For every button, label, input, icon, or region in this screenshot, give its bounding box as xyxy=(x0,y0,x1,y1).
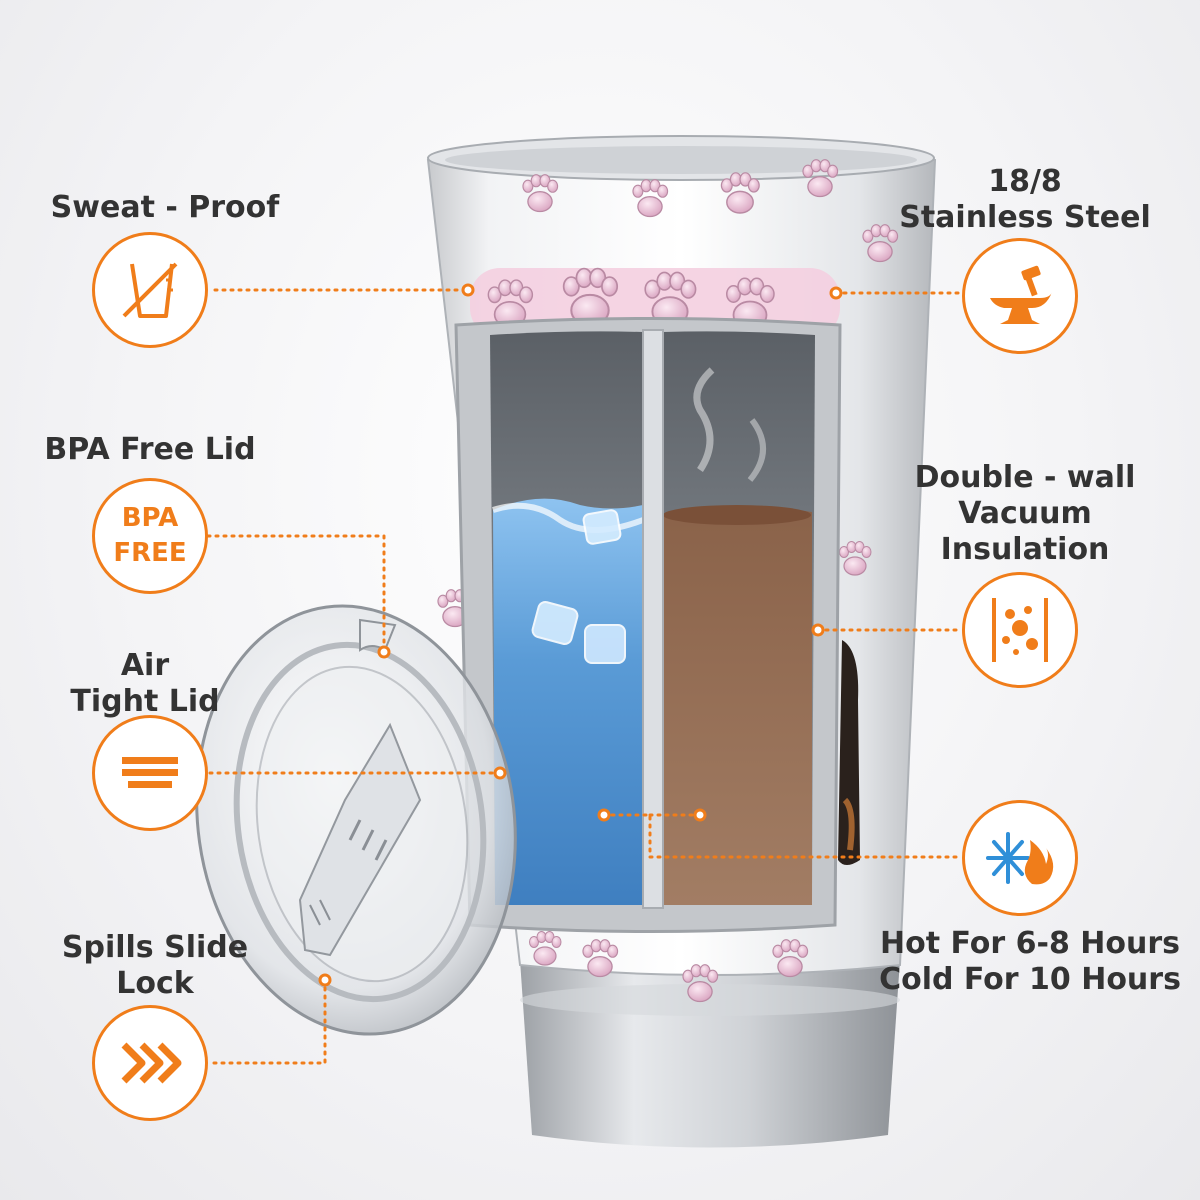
stainless-steel-label: 18/8 Stainless Steel xyxy=(899,164,1151,235)
stainless-steel-badge xyxy=(962,238,1078,354)
crossed-glass-icon xyxy=(122,262,178,318)
bpa-free-badge: BPA FREE xyxy=(92,478,208,594)
spills-slide-lock-label: Spills Slide Lock xyxy=(61,930,249,1001)
insulation-bubbles-icon xyxy=(992,598,1048,662)
bpa-free-label: BPA Free Lid xyxy=(44,432,256,467)
chevrons-right-icon xyxy=(121,1042,182,1084)
hot-cold-badge xyxy=(962,800,1078,916)
anvil-hammer-icon xyxy=(990,265,1052,324)
snowflake-flame-icon xyxy=(986,832,1054,885)
lid-layers-icon xyxy=(122,757,178,788)
spills-slide-lock-badge xyxy=(92,1005,208,1121)
double-wall-badge xyxy=(962,572,1078,688)
air-tight-lid-label: Air Tight Lid xyxy=(70,648,220,719)
air-tight-lid-badge xyxy=(92,715,208,831)
sweat-proof-label: Sweat - Proof xyxy=(50,190,280,225)
bpa-free-badge-text: BPA FREE xyxy=(113,502,187,568)
hot-cold-label: Hot For 6-8 Hours Cold For 10 Hours xyxy=(879,926,1181,997)
sweat-proof-badge xyxy=(92,232,208,348)
double-wall-label: Double - wall Vacuum Insulation xyxy=(914,460,1136,567)
